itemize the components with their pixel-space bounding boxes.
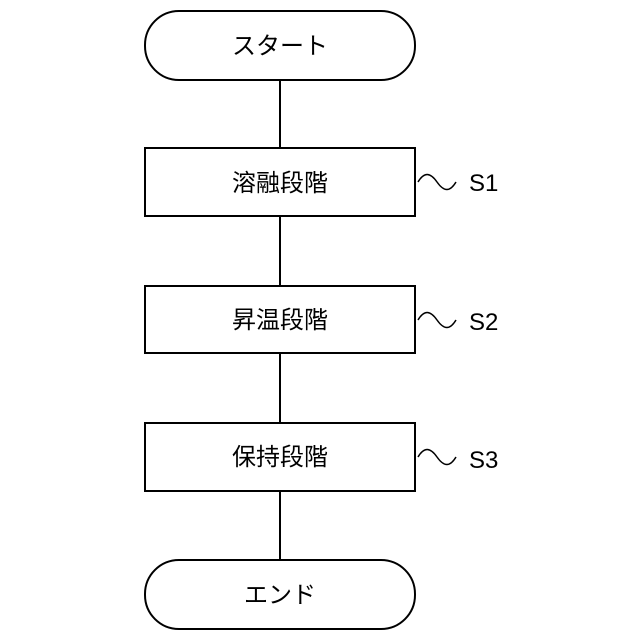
process-step-s1: 溶融段階 S1 bbox=[145, 148, 498, 216]
leader-tilde-s1 bbox=[418, 175, 456, 190]
process-label-s2: 昇温段階 bbox=[232, 306, 328, 334]
leader-tilde-s2 bbox=[418, 313, 456, 328]
step-id-s1: S1 bbox=[469, 170, 498, 197]
leader-tilde-s3 bbox=[418, 450, 456, 465]
process-label-s3: 保持段階 bbox=[232, 443, 328, 471]
process-label-s1: 溶融段階 bbox=[232, 169, 328, 197]
end-label: エンド bbox=[244, 581, 316, 609]
step-id-s3: S3 bbox=[469, 447, 498, 474]
start-terminator: スタート bbox=[145, 11, 415, 80]
process-step-s3: 保持段階 S3 bbox=[145, 423, 498, 491]
start-label: スタート bbox=[232, 32, 328, 60]
process-step-s2: 昇温段階 S2 bbox=[145, 286, 498, 353]
step-id-s2: S2 bbox=[469, 309, 498, 336]
end-terminator: エンド bbox=[145, 560, 415, 629]
